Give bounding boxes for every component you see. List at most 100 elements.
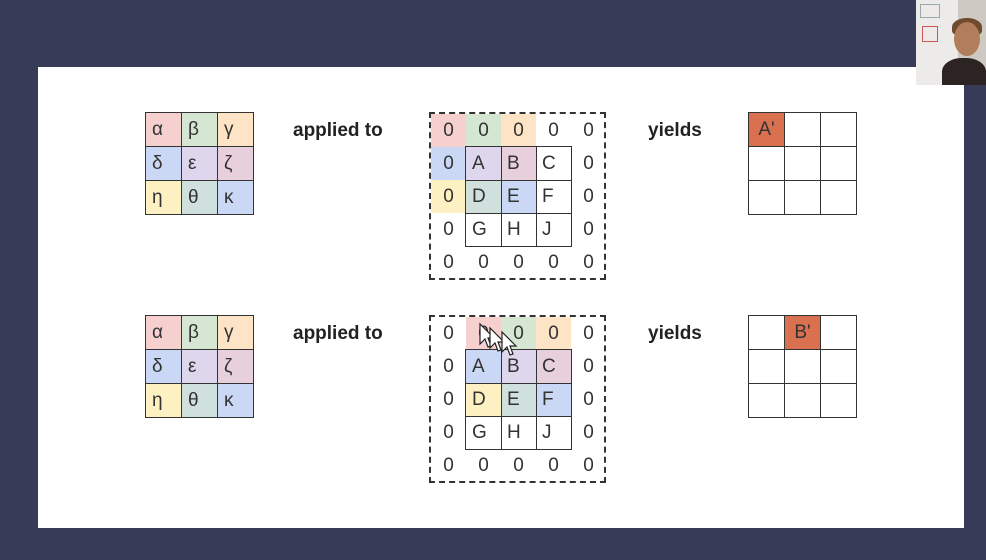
padding-cell: 0 [443,218,454,240]
applied-to-label: applied to [293,323,383,344]
input-cell: B [507,152,520,174]
output-cell [785,113,820,146]
grid-line [466,383,571,384]
input-cell: J [542,218,552,240]
input-cell: F [542,185,554,207]
output-grid: A' [748,112,857,215]
kernel-overlay-cell [501,350,536,383]
kernel-cell: κ [218,181,253,214]
kernel-cell: ε [182,147,217,180]
padding-cell: 0 [513,322,524,344]
input-cell: D [472,388,486,410]
output-cell [821,350,856,383]
output-cell [785,181,820,214]
input-cell: A [472,355,485,377]
kernel-overlay-cell [466,180,501,213]
padding-cell: 0 [513,119,524,141]
input-cell: G [472,421,487,443]
output-grid: B' [748,315,857,418]
output-cell [749,181,784,214]
padding-cell: 0 [443,388,454,410]
padding-cell: 0 [443,454,454,476]
input-cell: C [542,152,556,174]
padding-cell: 0 [548,251,559,273]
kernel-cell: γ [218,316,253,349]
output-cell [749,350,784,383]
input-cell: E [507,185,520,207]
input-cell: F [542,388,554,410]
kernel-cell: β [182,316,217,349]
kernel-overlay-cell [501,180,536,213]
kernel-overlay-cell [431,180,466,213]
kernel-overlay-cell [466,383,501,416]
kernel-overlay-cell [466,114,501,147]
padding-cell: 0 [513,251,524,273]
kernel-cell: θ [182,181,217,214]
padding-cell: 0 [443,421,454,443]
kernel-overlay-cell [501,114,536,147]
output-cell: B' [785,316,820,349]
output-cell [785,350,820,383]
padding-cell: 0 [583,388,594,410]
padding-cell: 0 [443,355,454,377]
kernel-grid: α β γ δ ε ζ η θ κ [145,112,254,215]
kernel-overlay-cell [536,350,571,383]
input-cell: B [507,355,520,377]
input-cell: D [472,185,486,207]
kernel-cell: ζ [218,350,253,383]
output-cell [821,181,856,214]
padding-cell: 0 [443,119,454,141]
output-cell [749,384,784,417]
kernel-overlay-cell [536,317,571,350]
grid-line [466,213,571,214]
output-cell: A' [749,113,784,146]
input-cell: H [507,421,521,443]
padding-cell: 0 [583,421,594,443]
kernel-cell: κ [218,384,253,417]
kernel-overlay-cell [536,383,571,416]
input-cell: C [542,355,556,377]
kernel-cell: ε [182,350,217,383]
kernel-cell: δ [146,147,181,180]
kernel-overlay-cell [431,114,466,147]
output-cell [749,147,784,180]
grid-line [501,350,502,449]
output-cell [785,384,820,417]
padding-cell: 0 [583,119,594,141]
padding-cell: 0 [443,185,454,207]
padding-cell: 0 [548,119,559,141]
kernel-cell: ζ [218,147,253,180]
output-cell [785,147,820,180]
grid-line [536,147,537,246]
kernel-overlay-cell [431,147,466,180]
kernel-cell: α [146,316,181,349]
input-cell: H [507,218,521,240]
padding-cell: 0 [548,322,559,344]
grid-line [501,147,502,246]
kernel-cell: η [146,384,181,417]
padding-cell: 0 [583,185,594,207]
padding-cell: 0 [513,454,524,476]
padding-cell: 0 [583,355,594,377]
padding-cell: 0 [583,454,594,476]
presenter-shirt [942,58,986,85]
padding-cell: 0 [478,119,489,141]
padding-cell: 0 [548,454,559,476]
yields-label: yields [648,323,702,344]
kernel-cell: δ [146,350,181,383]
kernel-overlay-cell [466,350,501,383]
mouse-pointer-icon [479,322,518,356]
kernel-overlay-cell [466,147,501,180]
kernel-cell: η [146,181,181,214]
padding-cell: 0 [583,322,594,344]
input-cell: E [507,388,520,410]
padding-cell: 0 [443,322,454,344]
padding-cell: 0 [443,152,454,174]
presenter-face [954,22,980,56]
whiteboard-sketch [920,4,940,18]
kernel-overlay-cell [501,383,536,416]
padding-cell: 0 [583,218,594,240]
padding-cell: 0 [478,454,489,476]
